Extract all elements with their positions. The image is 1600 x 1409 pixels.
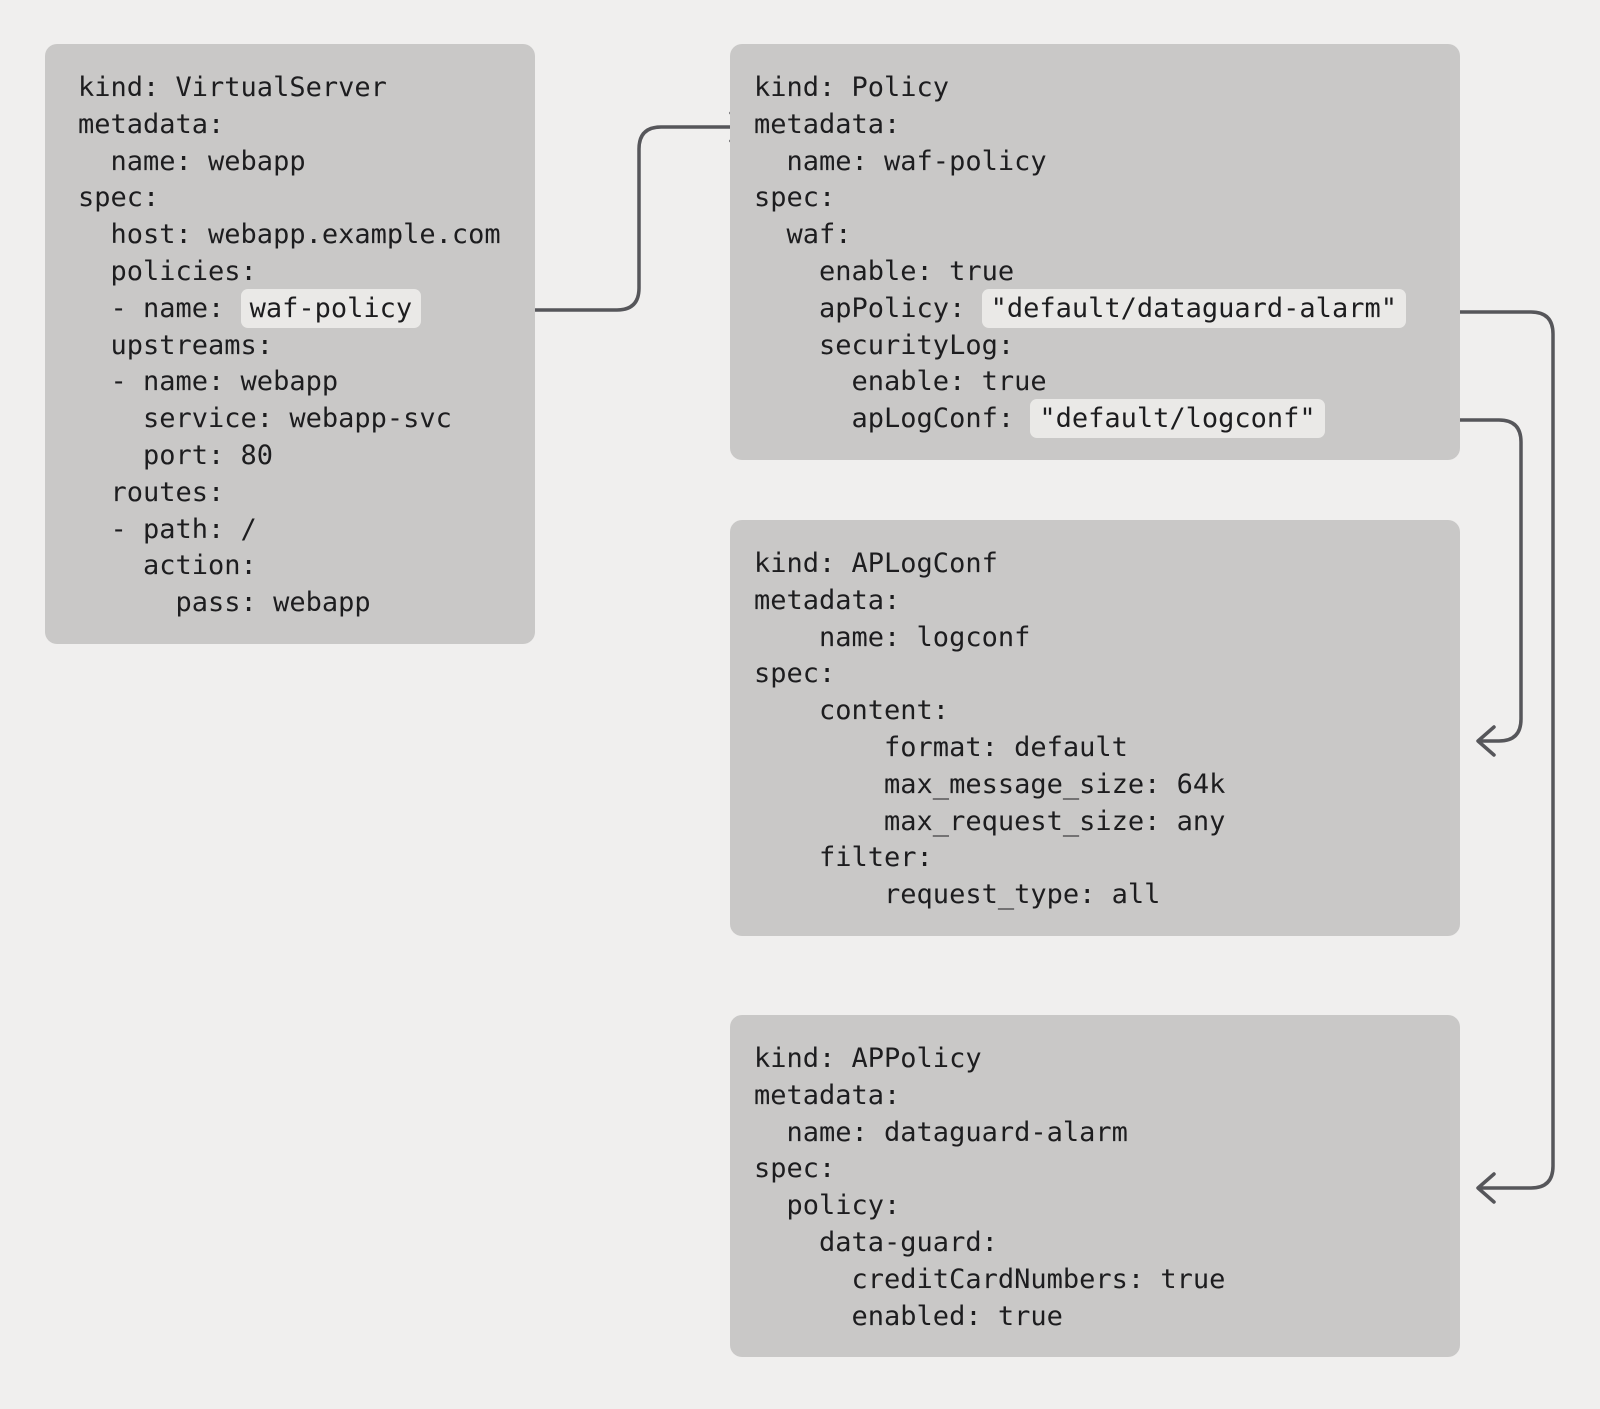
yaml-line: - name: webapp (78, 366, 339, 398)
yaml-line: name: dataguard-alarm (754, 1116, 1128, 1148)
yaml-line: policies: (78, 255, 257, 287)
waf-policy-ref-highlight: waf-policy (240, 288, 422, 328)
yaml-line: kind: VirtualServer (78, 72, 387, 103)
appolicy-yaml-card: kind: APPolicy metadata: name: dataguard… (730, 1015, 1460, 1357)
yaml-line: metadata: (754, 1079, 901, 1111)
yaml-line: request_type: all (754, 879, 1161, 911)
yaml-line: filter: (754, 842, 933, 874)
virtualserver-yaml-card: kind: VirtualServer metadata: name: weba… (45, 44, 535, 644)
yaml-line: metadata: (78, 108, 225, 140)
yaml-line: data-guard: (754, 1226, 998, 1258)
yaml-line: enable: true (754, 255, 1015, 287)
dataguard-alarm-ref-highlight: "default/dataguard-alarm" (981, 288, 1406, 328)
yaml-line: spec: (78, 182, 160, 214)
yaml-line-prefix: - name: (78, 292, 241, 324)
yaml-line: waf: (754, 219, 852, 251)
logconf-ref-highlight: "default/logconf" (1030, 399, 1325, 439)
yaml-line-prefix: apLogConf: (754, 403, 1031, 435)
yaml-line-policy-ref: - name: waf-policy (78, 288, 511, 328)
yaml-line: upstreams: (78, 329, 274, 361)
yaml-line-appolicy-ref: apPolicy: "default/dataguard-alarm" (754, 288, 1436, 328)
yaml-line: max_message_size: 64k (754, 768, 1226, 800)
waf-policy-yaml-card: kind: Policy metadata: name: waf-policy … (730, 44, 1460, 460)
yaml-line-prefix: apPolicy: (754, 292, 982, 324)
yaml-line: service: webapp-svc (78, 403, 452, 435)
yaml-line: securityLog: (754, 329, 1015, 361)
yaml-line: metadata: (754, 108, 901, 140)
arrowhead-left-icon (1476, 725, 1496, 757)
yaml-line: spec: (754, 658, 836, 690)
yaml-line: metadata: (754, 584, 901, 616)
yaml-line: kind: APPolicy (754, 1043, 982, 1074)
yaml-line: name: webapp (78, 145, 306, 177)
yaml-line: enable: true (754, 366, 1047, 398)
yaml-line: kind: Policy (754, 72, 950, 103)
yaml-line: port: 80 (78, 439, 274, 471)
aplogconf-yaml-card: kind: APLogConf metadata: name: logconf … (730, 520, 1460, 936)
yaml-line: content: (754, 695, 950, 727)
yaml-line: max_request_size: any (754, 805, 1226, 837)
yaml-line: pass: webapp (78, 587, 371, 619)
yaml-line: routes: (78, 476, 225, 508)
yaml-line: kind: APLogConf (754, 548, 998, 579)
yaml-line: enabled: true (754, 1300, 1063, 1332)
yaml-line-aplogconf-ref: apLogConf: "default/logconf" (754, 399, 1436, 439)
yaml-line: action: (78, 550, 257, 582)
yaml-line: name: logconf (754, 621, 1031, 653)
yaml-line: host: webapp.example.com (78, 219, 501, 251)
yaml-line: spec: (754, 1153, 836, 1185)
yaml-line: spec: (754, 182, 836, 214)
yaml-line: - path: / (78, 513, 257, 545)
arrowhead-left-icon (1476, 1172, 1496, 1204)
yaml-line: name: waf-policy (754, 145, 1047, 177)
yaml-line: format: default (754, 731, 1128, 763)
yaml-line: policy: (754, 1190, 901, 1222)
yaml-line: creditCardNumbers: true (754, 1263, 1226, 1295)
